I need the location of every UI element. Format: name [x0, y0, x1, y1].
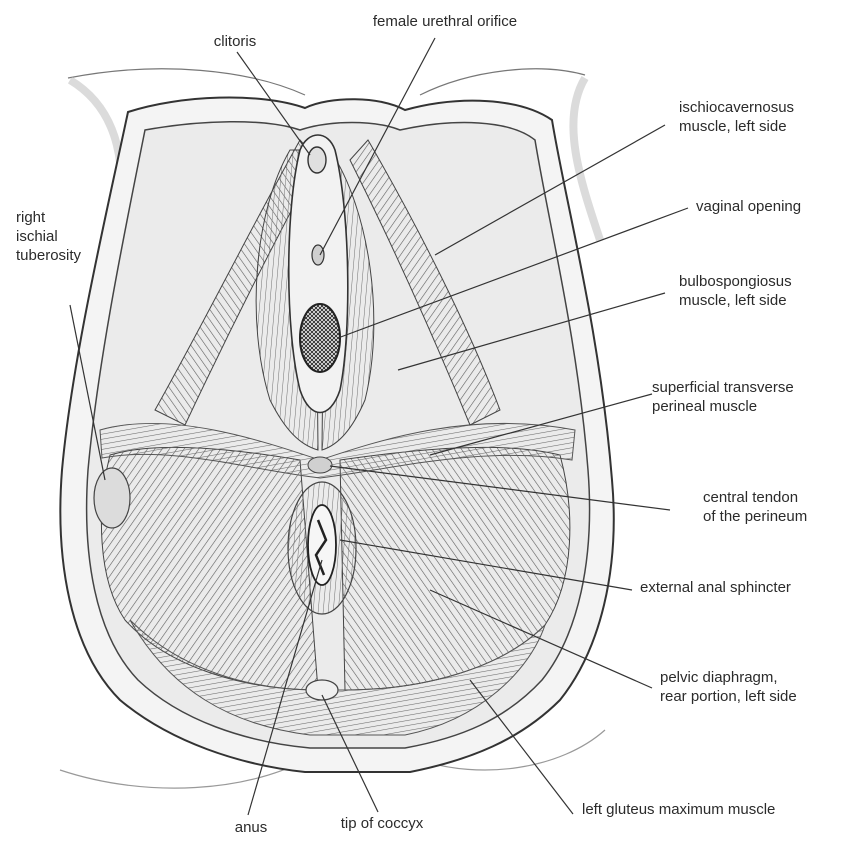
- label-female-urethral-orifice: female urethral orifice: [330, 12, 560, 31]
- central-tendon-shape: [308, 457, 332, 473]
- label-clitoris: clitoris: [190, 32, 280, 51]
- clitoris-shape: [308, 147, 326, 173]
- label-superficial-transverse: superficial transverse perineal muscle: [652, 378, 852, 416]
- label-vaginal-opening: vaginal opening: [696, 197, 851, 216]
- ischial-tuberosity-shape: [94, 468, 130, 528]
- label-tip-of-coccyx: tip of coccyx: [312, 814, 452, 833]
- urethral-orifice-shape: [312, 245, 324, 265]
- coccyx-tip-shape: [306, 680, 338, 700]
- label-anus: anus: [216, 818, 286, 837]
- label-bulbospongiosus: bulbospongiosus muscle, left side: [679, 272, 849, 310]
- label-pelvic-diaphragm: pelvic diaphragm, rear portion, left sid…: [660, 668, 852, 706]
- label-left-gluteus: left gluteus maximum muscle: [582, 800, 852, 819]
- label-central-tendon: central tendon of the perineum: [703, 488, 853, 526]
- vaginal-opening-shape: [300, 304, 340, 372]
- label-external-anal-sphincter: external anal sphincter: [640, 578, 852, 597]
- label-ischiocavernosus: ischiocavernosus muscle, left side: [679, 98, 849, 136]
- label-right-ischial-tuberosity: right ischial tuberosity: [16, 208, 136, 265]
